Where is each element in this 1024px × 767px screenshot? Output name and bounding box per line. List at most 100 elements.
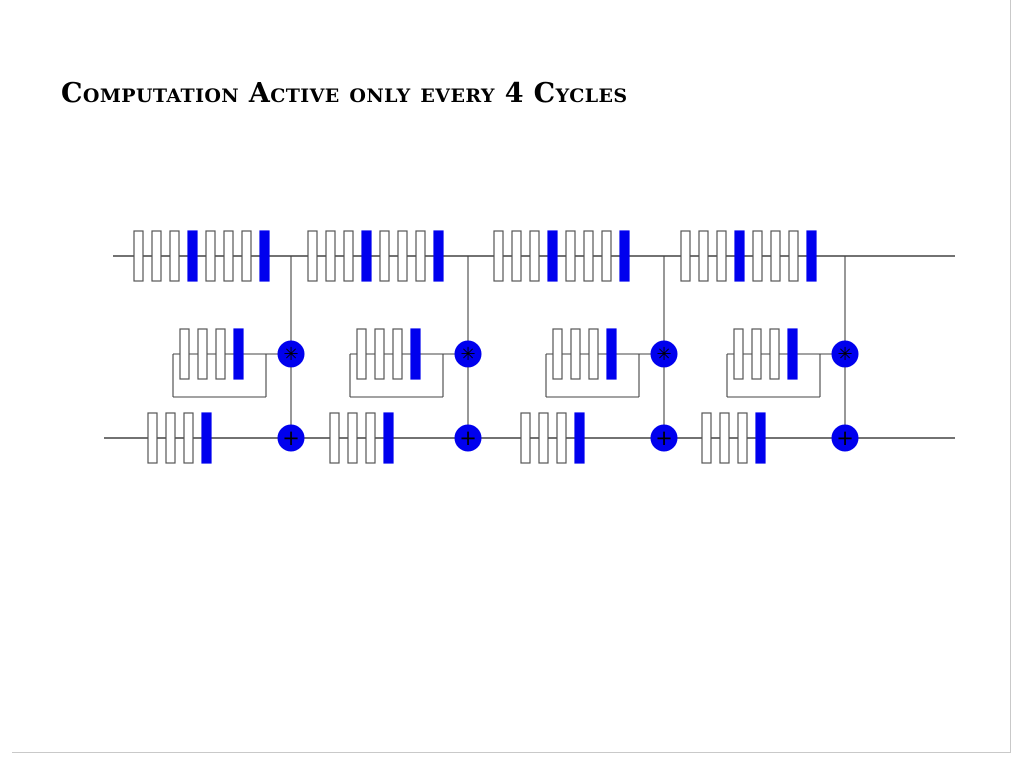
idle-register [223,230,234,282]
multiply-icon: ✳ [460,344,475,365]
idle-register [751,328,762,380]
idle-register [415,230,426,282]
idle-register [565,230,576,282]
active-register [259,230,270,282]
idle-register [165,412,176,464]
idle-register [179,328,190,380]
adder-circle[interactable] [831,424,859,452]
active-register [787,328,798,380]
feedback-loop [172,354,267,398]
multiplier-node[interactable]: ✳ [650,340,678,368]
idle-register [770,230,781,282]
idle-register [788,230,799,282]
adder-node[interactable]: + [277,424,305,452]
page-title: Computation Active only every 4 Cycles [61,78,628,109]
feedback-loop [726,354,821,398]
idle-register [556,412,567,464]
idle-register [520,412,531,464]
idle-register [570,328,581,380]
idle-register [733,328,744,380]
active-register [233,328,244,380]
idle-register [356,328,367,380]
bottom-row-register-group [701,412,766,464]
idle-register [147,412,158,464]
active-register [619,230,630,282]
middle-multiplier-row: ✳ ✳ ✳ ✳ [172,328,859,425]
active-register [574,412,585,464]
idle-register [151,230,162,282]
top-row-register-group [307,230,444,282]
slide-frame-bottom-rule [12,752,1011,753]
multiply-icon: ✳ [656,344,671,365]
idle-register [511,230,522,282]
idle-register [680,230,691,282]
idle-register [493,230,504,282]
idle-register [325,230,336,282]
idle-register [133,230,144,282]
idle-register [583,230,594,282]
plus-icon: + [459,426,477,450]
active-register [806,230,817,282]
idle-register [601,230,612,282]
active-register [734,230,745,282]
idle-register [752,230,763,282]
bottom-row-register-group [520,412,585,464]
idle-register [538,412,549,464]
feedback-loop [349,354,444,398]
multiply-icon: ✳ [283,344,298,365]
multiply-icon: ✳ [837,344,852,365]
idle-register [197,328,208,380]
middle-row-register-group [552,328,617,380]
idle-register [769,328,780,380]
middle-row-register-group [179,328,244,380]
active-register [201,412,212,464]
top-delay-row [113,230,955,341]
adder-circle[interactable] [454,424,482,452]
bottom-accumulator-row: + + + + [104,412,955,464]
active-register [433,230,444,282]
bottom-row-register-group [329,412,394,464]
idle-register [529,230,540,282]
idle-register [698,230,709,282]
adder-node[interactable]: + [650,424,678,452]
plus-icon: + [282,426,300,450]
adder-circle[interactable] [650,424,678,452]
idle-register [205,230,216,282]
idle-register [552,328,563,380]
idle-register [183,412,194,464]
feedback-loop [545,354,640,398]
top-row-register-group [493,230,630,282]
multiplier-node[interactable]: ✳ [277,340,305,368]
idle-register [716,230,727,282]
active-register [361,230,372,282]
idle-register [701,412,712,464]
multiplier-node[interactable]: ✳ [831,340,859,368]
idle-register [737,412,748,464]
middle-row-register-group [356,328,421,380]
adder-circle[interactable] [277,424,305,452]
adder-node[interactable]: + [454,424,482,452]
adder-node[interactable]: + [831,424,859,452]
idle-register [365,412,376,464]
idle-register [374,328,385,380]
idle-register [343,230,354,282]
bottom-row-register-group [147,412,212,464]
multiplier-node[interactable]: ✳ [454,340,482,368]
idle-register [347,412,358,464]
plus-icon: + [836,426,854,450]
idle-register [719,412,730,464]
idle-register [379,230,390,282]
top-row-register-group [133,230,270,282]
active-register [410,328,421,380]
active-register [606,328,617,380]
idle-register [215,328,226,380]
idle-register [169,230,180,282]
idle-register [397,230,408,282]
idle-register [307,230,318,282]
idle-register [329,412,340,464]
idle-register [588,328,599,380]
active-register [547,230,558,282]
plus-icon: + [655,426,673,450]
